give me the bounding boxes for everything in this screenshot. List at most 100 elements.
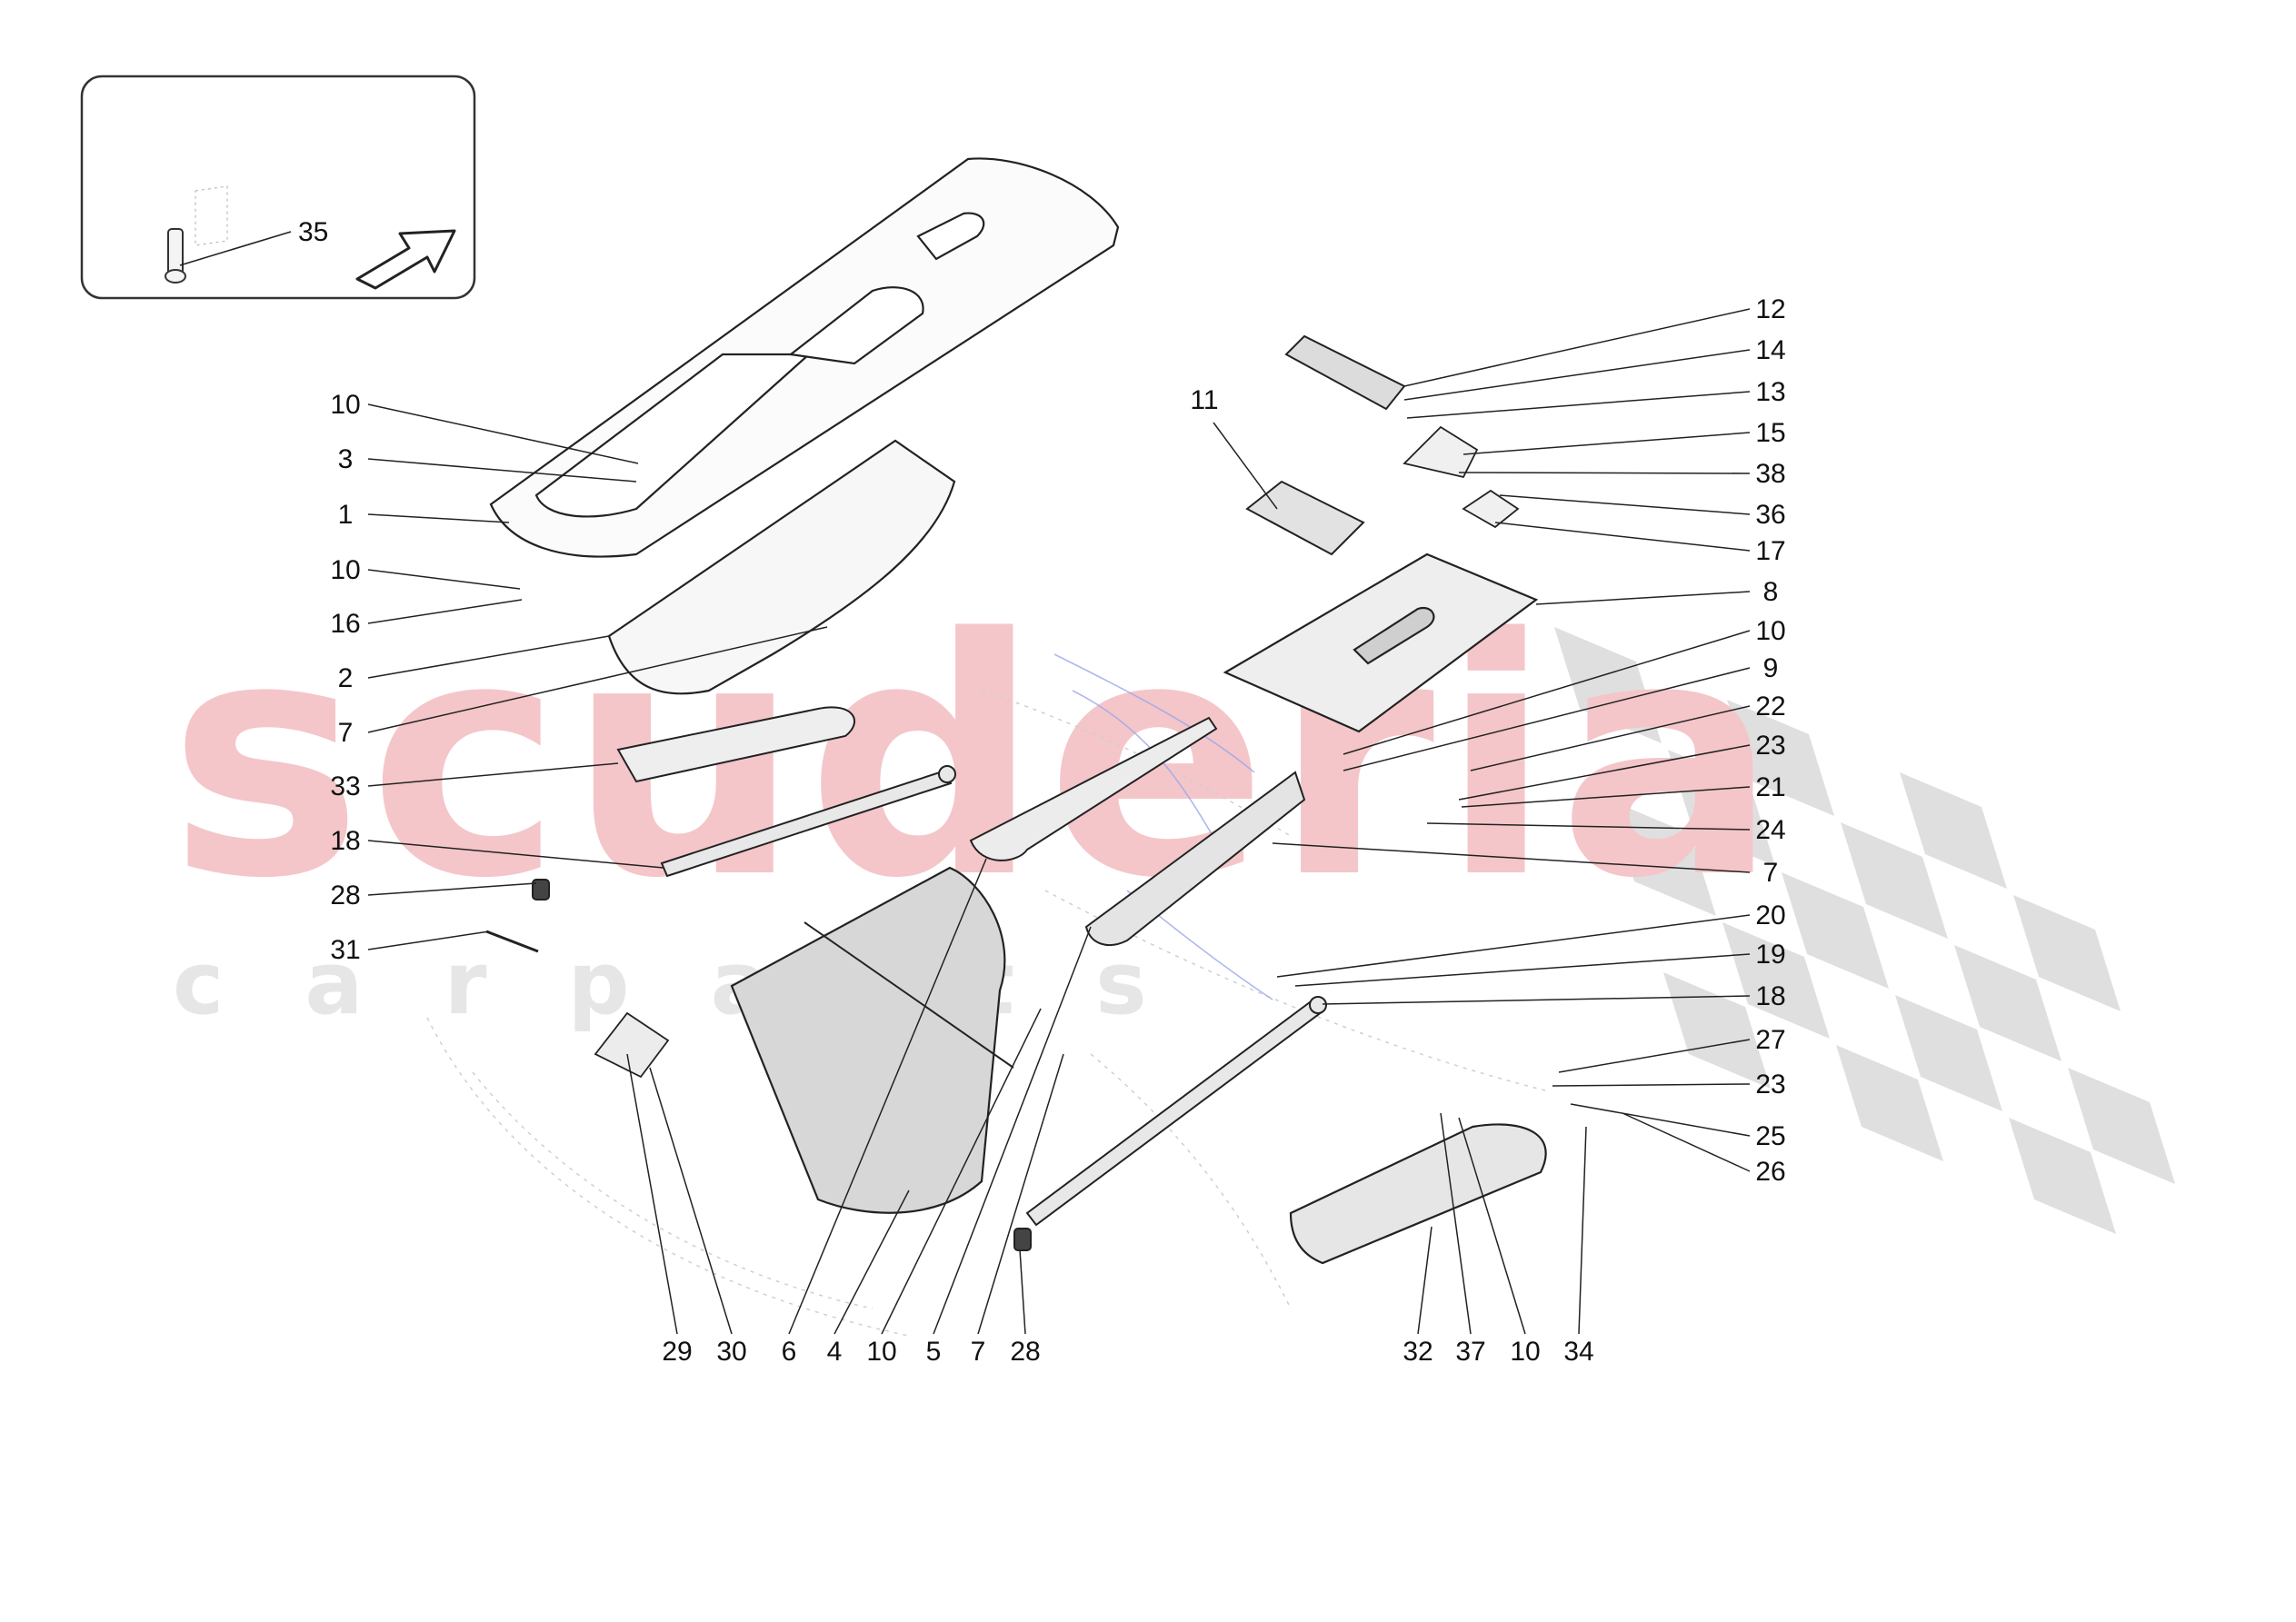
leader-line <box>367 840 664 869</box>
flag-square <box>1554 627 1662 743</box>
flag-square <box>1727 700 1834 816</box>
callout-label: 8 <box>1763 577 1779 607</box>
flag-square <box>2013 895 2121 1011</box>
leader-line <box>1343 630 1751 755</box>
leader-line <box>1019 1249 1026 1335</box>
leader-line <box>1578 1126 1587 1335</box>
leader-line <box>1272 842 1751 873</box>
flag-square <box>1668 750 1775 866</box>
flag-square <box>1663 972 1771 1089</box>
watermark-sub-text: c a r p a r t s <box>173 934 1173 1034</box>
callout-label: 34 <box>1563 1337 1593 1367</box>
flag-square <box>1954 945 2061 1061</box>
callout-label: 12 <box>1755 294 1785 324</box>
bracket-part-17 <box>1462 489 1520 529</box>
cable-part-31 <box>485 930 539 953</box>
callout-label: 30 <box>716 1337 746 1367</box>
flag-square <box>1722 922 1830 1039</box>
leader-line <box>1461 786 1751 808</box>
callout-label: 7 <box>971 1337 986 1367</box>
leader-line <box>1458 1117 1526 1335</box>
leader-line <box>1343 667 1751 771</box>
leader-lines <box>367 308 1751 1335</box>
callout-label: 23 <box>1755 731 1785 761</box>
flag-square <box>1836 1045 1943 1161</box>
callout-label: 33 <box>330 771 360 801</box>
callout-label: 38 <box>1755 459 1785 489</box>
callout-label: 10 <box>330 390 360 420</box>
floor-panel-part-8 <box>1223 552 1539 733</box>
inset-detail-box: 35 <box>80 75 476 300</box>
leader-line <box>649 1067 733 1335</box>
leader-line <box>1470 705 1751 771</box>
latch-part-28-left <box>532 879 550 901</box>
callout-label: 19 <box>1755 940 1785 970</box>
flag-square <box>1900 772 2007 889</box>
callout-label: 20 <box>1755 901 1785 930</box>
callout-label: 6 <box>782 1337 797 1367</box>
leader-line <box>834 1189 910 1335</box>
leader-line <box>788 858 987 1335</box>
callout-label: 10 <box>866 1337 896 1367</box>
leader-line <box>367 513 510 523</box>
callout-label: 18 <box>1755 981 1785 1011</box>
leader-line <box>1499 494 1751 515</box>
leader-line <box>1213 422 1278 510</box>
leader-line <box>367 569 521 590</box>
callout-label: 24 <box>1755 815 1785 845</box>
gas-strut-part-18-left <box>660 765 956 878</box>
bracket-part-15 <box>1403 425 1479 479</box>
latch-part-28-bottom <box>1013 1228 1032 1251</box>
leader-line <box>1322 995 1751 1005</box>
leader-line <box>1276 914 1751 978</box>
callout-label: 10 <box>1755 616 1785 646</box>
callout-label: 16 <box>330 609 360 639</box>
leader-line <box>1403 308 1751 387</box>
leader-line <box>881 1008 1042 1335</box>
leader-line <box>1535 591 1751 605</box>
callout-label: 23 <box>1755 1070 1785 1100</box>
leader-line <box>367 635 610 679</box>
callout-label: 31 <box>330 935 360 965</box>
rear-panel-part-2 <box>607 439 956 695</box>
leader-line <box>1406 391 1751 419</box>
flag-square <box>1609 800 1716 916</box>
hinge-part-12 <box>1284 334 1406 411</box>
leader-line <box>367 599 523 624</box>
callout-label: 10 <box>1510 1337 1540 1367</box>
callout-label: 7 <box>1763 858 1779 888</box>
callout-label: 22 <box>1755 692 1785 721</box>
callout-label: 28 <box>330 881 360 911</box>
callout-label: 36 <box>1755 500 1785 530</box>
leader-line <box>1570 1103 1751 1137</box>
callout-label: 1 <box>338 500 354 530</box>
callout-label: 14 <box>1755 335 1785 365</box>
leader-line <box>1440 1112 1472 1335</box>
checkered-flag-watermark <box>1554 627 2175 1234</box>
leader-line <box>1403 349 1751 401</box>
stud-fastener-part-35 <box>165 228 186 284</box>
leader-line <box>367 762 619 787</box>
leader-line <box>933 926 1092 1335</box>
leader-line <box>367 403 639 464</box>
rail-part-7 <box>1084 771 1306 946</box>
gas-strut-part-18-right <box>1025 996 1327 1227</box>
callout-label: 25 <box>1755 1121 1785 1151</box>
callout-label: 3 <box>338 444 354 474</box>
liner-part-4 <box>730 866 1014 1214</box>
callouts-right-column: 1214131538361781092223212472019182723252… <box>1755 294 1785 1187</box>
callout-label: 2 <box>338 663 354 693</box>
flag-square <box>2068 1068 2175 1184</box>
callout-label: 27 <box>1755 1025 1785 1055</box>
leader-line <box>1558 1039 1751 1073</box>
callout-label: 5 <box>926 1337 942 1367</box>
callout-label: 7 <box>338 718 354 748</box>
callout-label: 29 <box>662 1337 692 1367</box>
callout-label: 4 <box>827 1337 843 1367</box>
callout-label: 28 <box>1010 1337 1040 1367</box>
callout-label: 9 <box>1763 653 1779 683</box>
bracket-part-11 <box>1245 480 1365 556</box>
flag-square <box>2009 1118 2116 1234</box>
